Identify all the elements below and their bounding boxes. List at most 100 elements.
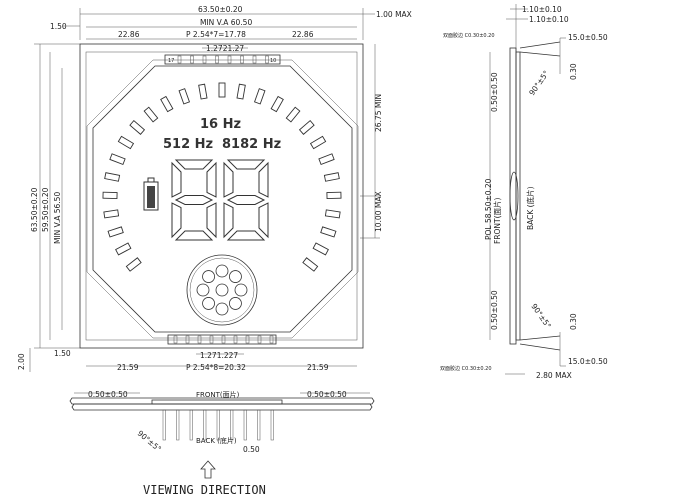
front-view: 63.50±0.20 1.00 MAX 1.50 MIN V.A 60.50 2… [17,5,412,372]
radial-bar [253,88,266,105]
min-va-height-label: MIN V.A 56.50 [53,192,62,244]
bottom-view-pins [162,409,274,441]
digit-segment [226,195,266,205]
radial-bar [117,135,135,150]
radial-bar [104,172,121,182]
side-back-label: BACK (底片) [525,186,535,230]
bottom-pin [197,335,202,344]
top-pitch-label: P 2.54*7=17.78 [186,30,246,39]
top-pin [227,55,232,64]
right-min-label: 26.75 MIN [374,94,383,132]
side-030-top: 0.30 [569,63,578,80]
bottom-pin [209,335,214,344]
top-pins [177,55,269,64]
digit-segment [171,161,182,198]
radial-bar [323,172,340,182]
digit-segment [206,161,217,198]
radial-bar [324,209,341,219]
speaker-hole [202,297,215,310]
back-glass [71,403,373,411]
battery-icon [143,177,159,211]
bottom-view-pin [216,409,220,441]
side-right-top: 15.0±0.50 [568,33,608,42]
speaker-hole [234,283,248,297]
top-pin [190,55,194,64]
radial-bar [270,95,284,113]
digit-segment [171,202,182,239]
radial-bar [218,82,226,98]
side-right-bottom: 15.0±0.50 [568,357,608,366]
digit-segment [226,230,266,241]
side-thickness: 2.80 MAX [536,371,572,380]
side-050-top: 0.50±0.50 [490,72,499,112]
bottom-view-pin [162,409,166,441]
radial-bar [298,119,315,135]
front-glass [69,397,375,405]
side-030-bottom: 0.30 [569,313,578,330]
bottom-view-back-label: BACK (底片) [196,436,237,445]
text-16hz: 16 Hz [200,117,241,132]
speaker-hole [215,264,229,278]
side-front-label: FRONT(面片) [492,197,502,244]
top-pin [265,55,269,64]
side-050-bottom: 0.50±0.50 [490,290,499,330]
bottom-view-left-dim: 0.50±0.50 [88,390,128,399]
top-right-margin: 22.86 [292,30,314,39]
radial-bar [160,95,174,113]
radial-bar [302,257,319,272]
overall-height-label: 63.50±0.20 [30,187,39,232]
top-pin [202,55,207,64]
speaker-hole [229,270,242,283]
digit-segment [223,161,234,198]
radial-bar [326,191,342,200]
digit-segment [258,202,269,239]
radial-bar [285,106,301,123]
bottom-view-pin [270,409,274,441]
radial-bar [236,83,246,100]
radial-bar [143,106,159,123]
side-angle-bottom: 90°±5° [529,302,553,330]
text-8182hz: 8182 Hz [222,137,281,152]
digit-segment [206,202,217,239]
bottom-pins [173,335,274,344]
viewing-arrow-icon [200,460,216,479]
octagon-display [92,65,353,333]
speaker-hole [229,297,242,310]
pin-10-label: 10 [270,58,276,64]
digit-segment [226,159,266,170]
bottom-view-pin [189,409,193,441]
bottom-view-pin [230,409,234,441]
bottom-view: 0.50±0.50 0.50±0.50 FRONT(面片) BACK (底片) … [69,390,375,497]
side-angle-top: 90°±5° [527,69,551,97]
bottom-pin [221,335,226,344]
speaker-hole [196,283,210,297]
radial-bar [312,242,329,256]
bottom-view-pin [203,409,207,441]
top-pin-offset: 1.2721.27 [206,44,244,53]
pin-17-label: 17 [168,58,174,64]
right-max-label: 10.00 MAX [374,191,383,232]
bottom-pin-strip [167,334,277,345]
digit-segment [174,230,214,241]
speaker-hole [215,283,229,297]
overall-width-label: 63.50±0.20 [198,5,243,14]
bottom-view-pin-dim: 0.50 [243,445,260,454]
bottom-pin [233,335,238,344]
seven-segment-digits [171,159,269,241]
radial-bar [178,88,191,105]
side-tape-bottom: 双面胶边 C0.30±0.20 [440,365,492,372]
top-pin [252,55,257,64]
radial-bar [320,226,337,238]
text-512hz: 512 Hz [163,137,213,152]
bottom-pin [173,335,178,344]
bottom-view-pin [243,409,247,441]
radial-bar [115,242,132,256]
radial-bar-segments [102,82,342,272]
left-150-label: 1.50 [54,349,71,358]
radial-bar [318,153,335,166]
bottom-view-pin [257,409,261,441]
radial-bar [102,191,118,200]
edge-left-label: 1.50 [50,22,67,31]
radial-bar [129,119,146,135]
viewing-direction-label: VIEWING DIRECTION [143,483,266,497]
